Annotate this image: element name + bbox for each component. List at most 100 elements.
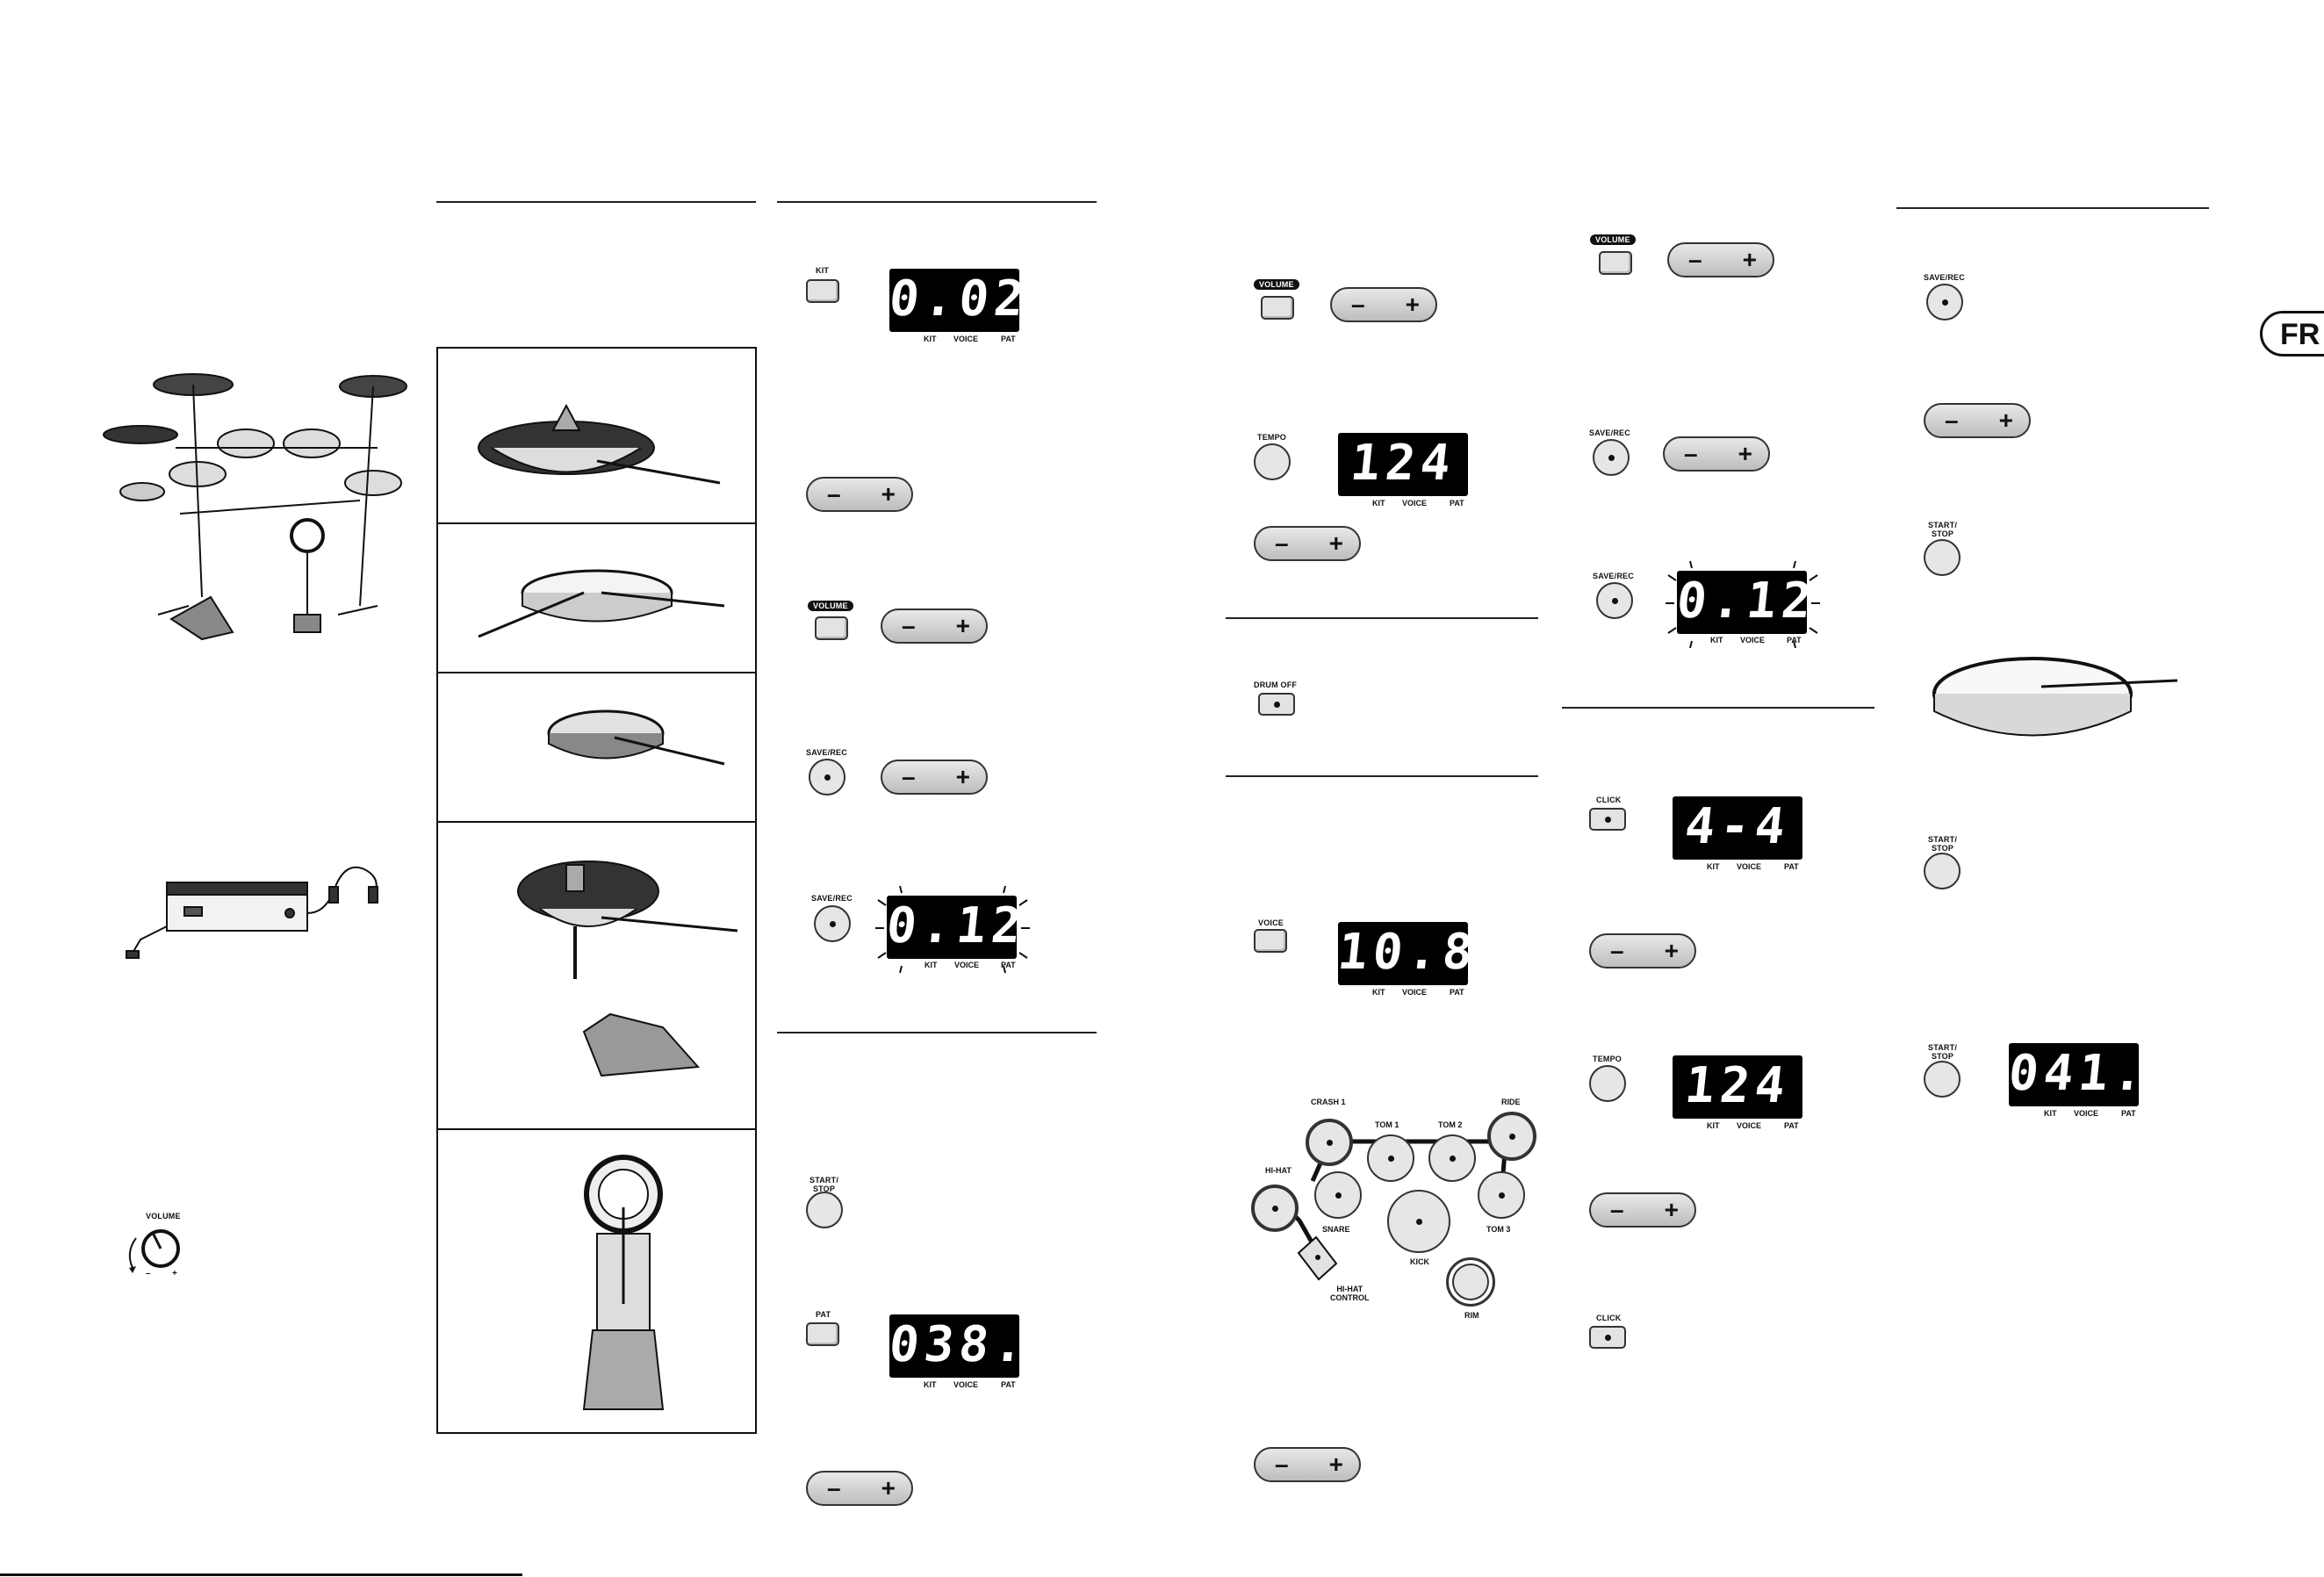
- plus-minus-control[interactable]: –+: [806, 477, 913, 512]
- plus-minus-control[interactable]: –+: [1254, 1447, 1361, 1482]
- voice-button[interactable]: [1254, 929, 1287, 953]
- plus-minus-control[interactable]: –+: [1663, 436, 1770, 472]
- minus-icon[interactable]: –: [1688, 246, 1702, 273]
- drum-off-button-label: DRUM OFF: [1254, 680, 1298, 689]
- language-tab-label: FR: [2280, 318, 2320, 351]
- col4-rule-2: [1226, 775, 1538, 777]
- plus-icon[interactable]: +: [881, 1474, 896, 1501]
- plus-minus-control[interactable]: –+: [881, 608, 988, 644]
- volume-button[interactable]: [1261, 296, 1294, 320]
- start-stop-button-label: START/ STOP: [1928, 521, 1958, 538]
- time-signature-display: 4-4: [1673, 796, 1802, 860]
- volume-button[interactable]: [1599, 251, 1632, 275]
- kit-button[interactable]: [806, 279, 839, 303]
- plus-minus-control[interactable]: –+: [1330, 287, 1437, 322]
- save-rec-button[interactable]: [809, 759, 845, 796]
- plus-icon[interactable]: +: [1738, 440, 1752, 467]
- snare-hit-illustration: [478, 569, 725, 638]
- pattern-display-value: 038.: [886, 1316, 1032, 1373]
- tempo-button[interactable]: [1254, 443, 1291, 480]
- save-rec-button[interactable]: [1926, 284, 1963, 320]
- save-rec-button[interactable]: [1593, 439, 1630, 476]
- start-stop-button[interactable]: [1924, 539, 1961, 576]
- pad-hihat-control-label: HI-HAT CONTROL: [1330, 1285, 1370, 1302]
- click-button[interactable]: [1589, 1326, 1626, 1349]
- hihat-control-pedal-icon[interactable]: [1294, 1234, 1347, 1282]
- volume-knob-label: VOLUME: [146, 1212, 181, 1221]
- minus-icon[interactable]: –: [1610, 1196, 1624, 1223]
- pad-strike-illustration: [1932, 657, 2178, 737]
- minus-icon[interactable]: –: [1684, 440, 1698, 467]
- pad-crash1[interactable]: [1306, 1119, 1353, 1166]
- save-rec-button[interactable]: [814, 905, 851, 942]
- pad-rim[interactable]: [1446, 1257, 1495, 1307]
- minus-icon[interactable]: –: [1275, 1451, 1289, 1478]
- pad-tom3[interactable]: [1478, 1171, 1525, 1219]
- plus-icon[interactable]: +: [1998, 407, 2013, 434]
- plus-minus-control[interactable]: –+: [1924, 403, 2031, 438]
- minus-icon[interactable]: –: [1275, 529, 1289, 557]
- plus-icon[interactable]: +: [955, 612, 970, 639]
- pad-hihat-label: HI-HAT: [1265, 1166, 1292, 1175]
- plus-minus-control[interactable]: –+: [1667, 242, 1774, 277]
- voice-display: 10.8: [1335, 922, 1480, 985]
- click-button-label: CLICK: [1596, 796, 1622, 804]
- plus-minus-control[interactable]: –+: [1254, 526, 1361, 561]
- save-rec-button-label: SAVE/REC: [806, 748, 847, 757]
- plus-minus-control[interactable]: –+: [1589, 1192, 1696, 1228]
- minus-icon[interactable]: –: [1945, 407, 1959, 434]
- tempo-button-label: TEMPO: [1593, 1055, 1622, 1063]
- pad-tom3-label: TOM 3: [1486, 1225, 1511, 1234]
- pad-rim-label: RIM: [1464, 1311, 1479, 1320]
- kit-button-label: KIT: [816, 266, 830, 275]
- pad-hihat[interactable]: [1251, 1185, 1299, 1232]
- hihat-pedal-illustration: [517, 861, 738, 1077]
- plus-minus-control[interactable]: –+: [806, 1471, 913, 1506]
- pad-kick-label: KICK: [1410, 1257, 1429, 1266]
- pat-button[interactable]: [806, 1322, 839, 1346]
- start-stop-button[interactable]: [1924, 1061, 1961, 1098]
- pad-kick[interactable]: [1387, 1190, 1450, 1253]
- tempo-display-value: 124: [1682, 1057, 1794, 1114]
- minus-icon[interactable]: –: [1610, 937, 1624, 964]
- plus-icon[interactable]: +: [881, 480, 896, 508]
- plus-icon[interactable]: +: [1664, 937, 1679, 964]
- click-button[interactable]: [1589, 808, 1626, 831]
- minus-icon[interactable]: –: [827, 480, 841, 508]
- tempo-button-label: TEMPO: [1257, 433, 1287, 442]
- kit-display-value: 0.02: [886, 270, 1032, 328]
- tempo-display: 124: [1673, 1055, 1802, 1119]
- minus-icon[interactable]: –: [902, 612, 916, 639]
- pad-snare[interactable]: [1314, 1171, 1362, 1219]
- col5-rule: [1562, 707, 1874, 709]
- volume-knob-icon[interactable]: [119, 1222, 198, 1279]
- plus-icon[interactable]: +: [1328, 529, 1343, 557]
- minus-icon[interactable]: –: [1351, 291, 1365, 318]
- save-rec-button[interactable]: [1596, 582, 1633, 619]
- minus-icon[interactable]: –: [827, 1474, 841, 1501]
- pad-ride-label: RIDE: [1501, 1098, 1521, 1106]
- plus-icon[interactable]: +: [1405, 291, 1420, 318]
- bottom-rule: [0, 1573, 522, 1576]
- drum-off-button[interactable]: [1258, 693, 1295, 716]
- kick-pedal-illustration: [582, 1155, 665, 1410]
- col2-top-rule: [436, 201, 756, 203]
- col3-mid-rule: [777, 1032, 1097, 1033]
- volume-button[interactable]: [815, 616, 848, 640]
- tempo-button[interactable]: [1589, 1065, 1626, 1102]
- plus-icon[interactable]: +: [955, 763, 970, 790]
- plus-icon[interactable]: +: [1664, 1196, 1679, 1223]
- pads-frame: [436, 347, 757, 1434]
- plus-minus-control[interactable]: –+: [1589, 933, 1696, 969]
- pad-tom1[interactable]: [1367, 1134, 1414, 1182]
- plus-minus-control[interactable]: –+: [881, 760, 988, 795]
- minus-icon[interactable]: –: [902, 763, 916, 790]
- pad-tom2[interactable]: [1428, 1134, 1476, 1182]
- plus-icon[interactable]: +: [1742, 246, 1757, 273]
- start-stop-button[interactable]: [806, 1192, 843, 1228]
- frame-divider-2: [436, 672, 757, 673]
- plus-icon[interactable]: +: [1328, 1451, 1343, 1478]
- frame-divider-3: [436, 821, 757, 823]
- start-stop-button[interactable]: [1924, 853, 1961, 889]
- pad-ride[interactable]: [1487, 1112, 1536, 1161]
